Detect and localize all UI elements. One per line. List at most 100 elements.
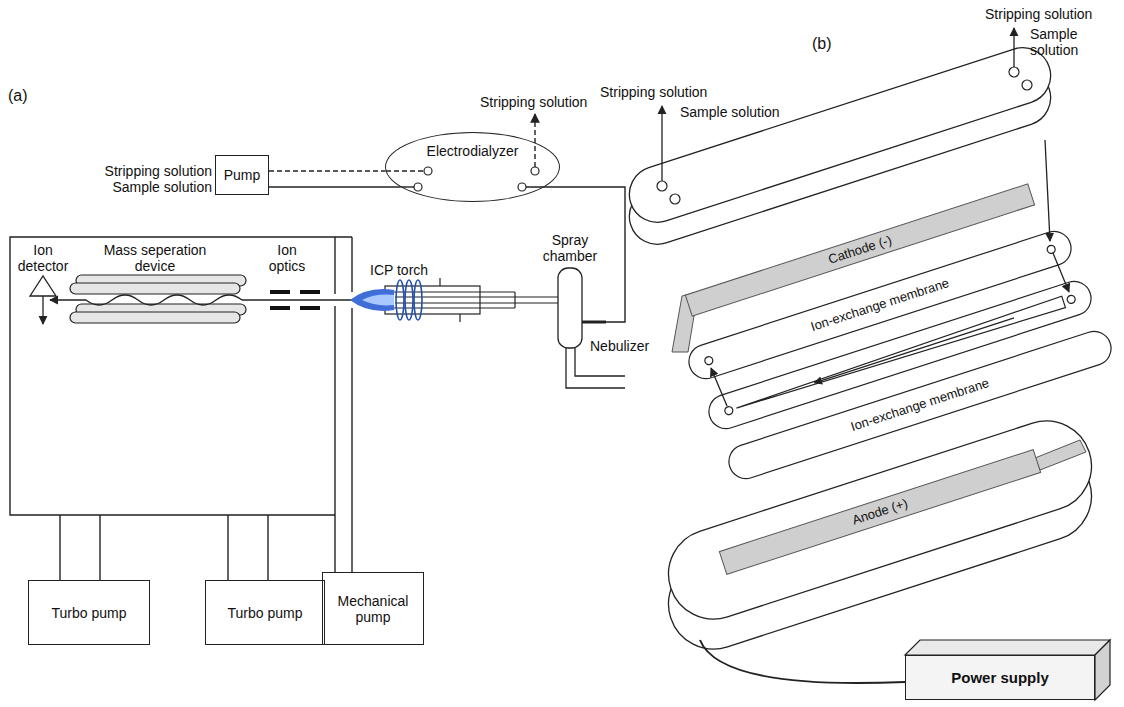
port-holes: [414, 167, 539, 191]
quadrupole-rods: [70, 312, 240, 323]
inlet-lines: [401, 186, 414, 187]
part-label: Ion optics: [262, 242, 312, 274]
node-text: Electrodialyzer: [427, 143, 519, 159]
lid-ports: [1022, 80, 1032, 90]
outlet-label: Stripping solution: [480, 94, 620, 110]
ion-optics-lenses: [270, 306, 290, 310]
load-coil: [414, 280, 422, 320]
outlet-label: Sample solution: [680, 104, 800, 120]
mechanical-pump-box: Mechanical pump: [322, 572, 424, 645]
flow-line: [269, 186, 401, 187]
inlet-lines: [534, 114, 535, 167]
ion-beam: [242, 299, 352, 300]
power-supply-box: Power supply: [905, 655, 1095, 700]
inlet-label: Sample solution: [80, 179, 212, 195]
node-text: Power supply: [951, 670, 1049, 686]
nebulizer-lines: [566, 348, 625, 388]
pump-box: Pump: [215, 155, 269, 195]
ion-exchange-membranes: [724, 406, 734, 416]
anode-plate: [719, 450, 1040, 575]
node-text: Mechanical pump: [323, 593, 423, 625]
icp-torch: [459, 314, 460, 322]
nebulizer-lines: [566, 348, 625, 388]
power-supply-box: [905, 640, 1110, 655]
ion-beam: [50, 295, 352, 305]
anode-plate: [1035, 440, 1086, 470]
power-wire: [700, 640, 905, 683]
turbo-pump-box: Turbo pump: [205, 580, 325, 645]
flow-line: [269, 170, 386, 171]
instrument-housing: [10, 237, 352, 580]
load-coil: [396, 280, 422, 320]
lid-ports: [670, 194, 680, 204]
lid-flow-arrows: [1013, 28, 1014, 67]
ion-detector-symbol: [30, 276, 56, 296]
instrument-housing: [351, 308, 352, 572]
electrodialyzer-oval: Electrodialyzer: [385, 132, 560, 202]
outlet-label: Sample solution: [1030, 26, 1120, 58]
icp-torch: [385, 286, 480, 314]
spray-chamber-shape: [558, 268, 582, 348]
lower-housing: [657, 409, 1103, 631]
panel-letter: (a): [8, 86, 42, 105]
ion-exchange-membranes: [1046, 244, 1056, 254]
power-wire: [700, 640, 905, 683]
icp-torch: [514, 292, 515, 308]
icp-torch: [439, 278, 440, 286]
port-holes: [518, 183, 526, 191]
electrode-label: Cathode (-): [826, 232, 893, 268]
quadrupole-rods: [70, 275, 246, 323]
node-text: Turbo pump: [228, 605, 303, 621]
panel-letter: (b): [812, 34, 846, 53]
spray-chamber-shape: [558, 268, 582, 348]
node-text: Pump: [224, 167, 261, 183]
inlet-label: Stripping solution: [80, 163, 212, 179]
stack-flow-arrows: [1053, 253, 1069, 292]
stack-flow-arrows: [1045, 140, 1050, 241]
icp-torch: [395, 302, 558, 303]
port-holes: [531, 167, 539, 175]
upper-housing: [622, 40, 1058, 251]
stack-flow-arrows: [711, 368, 727, 406]
stack-flow-arrows: [711, 140, 1069, 406]
outlet-label: Stripping solution: [600, 84, 730, 100]
part-label: Spray chamber: [535, 232, 605, 264]
power-supply-box: [905, 640, 1110, 700]
ion-optics-lenses: [270, 292, 320, 308]
instrument-housing: [334, 237, 335, 294]
instrument-housing: [10, 237, 352, 515]
ion-optics-lenses: [270, 290, 290, 294]
instrument-housing: [227, 515, 228, 580]
port-holes: [424, 167, 432, 175]
part-label: Ion detector: [10, 242, 76, 274]
power-supply-box: [1095, 640, 1110, 700]
instrument-housing: [99, 515, 100, 580]
plasma-flame: [350, 289, 394, 311]
lid-flow-arrows: [662, 28, 1014, 181]
quadrupole-rods: [70, 283, 240, 294]
inlet-lines: [582, 321, 606, 324]
outlet-label: Stripping solution: [985, 6, 1117, 22]
icp-torch: [385, 278, 558, 322]
instrument-housing: [351, 237, 352, 292]
plasma-flame: [362, 295, 394, 306]
icp-torch: [392, 307, 515, 308]
lid-ports: [1009, 67, 1019, 77]
load-coil: [405, 280, 413, 320]
lid-ports: [657, 181, 667, 191]
instrument-housing: [267, 515, 268, 580]
turbo-pump-box: Turbo pump: [28, 580, 150, 645]
instrument-housing: [334, 306, 335, 572]
instrument-housing: [59, 515, 60, 580]
part-label: Mass seperation device: [95, 242, 215, 274]
inlet-lines: [386, 114, 625, 322]
port-holes: [414, 183, 422, 191]
lower-housing: [657, 409, 1103, 661]
part-label: ICP torch: [370, 262, 460, 278]
icp-torch: [395, 296, 558, 297]
anode-plate: [719, 440, 1086, 574]
ion-detector-symbol: [42, 296, 43, 324]
ion-exchange-membranes: [704, 356, 714, 366]
ion-exchange-membranes: [1066, 294, 1076, 304]
part-label: Nebulizer: [590, 338, 670, 354]
